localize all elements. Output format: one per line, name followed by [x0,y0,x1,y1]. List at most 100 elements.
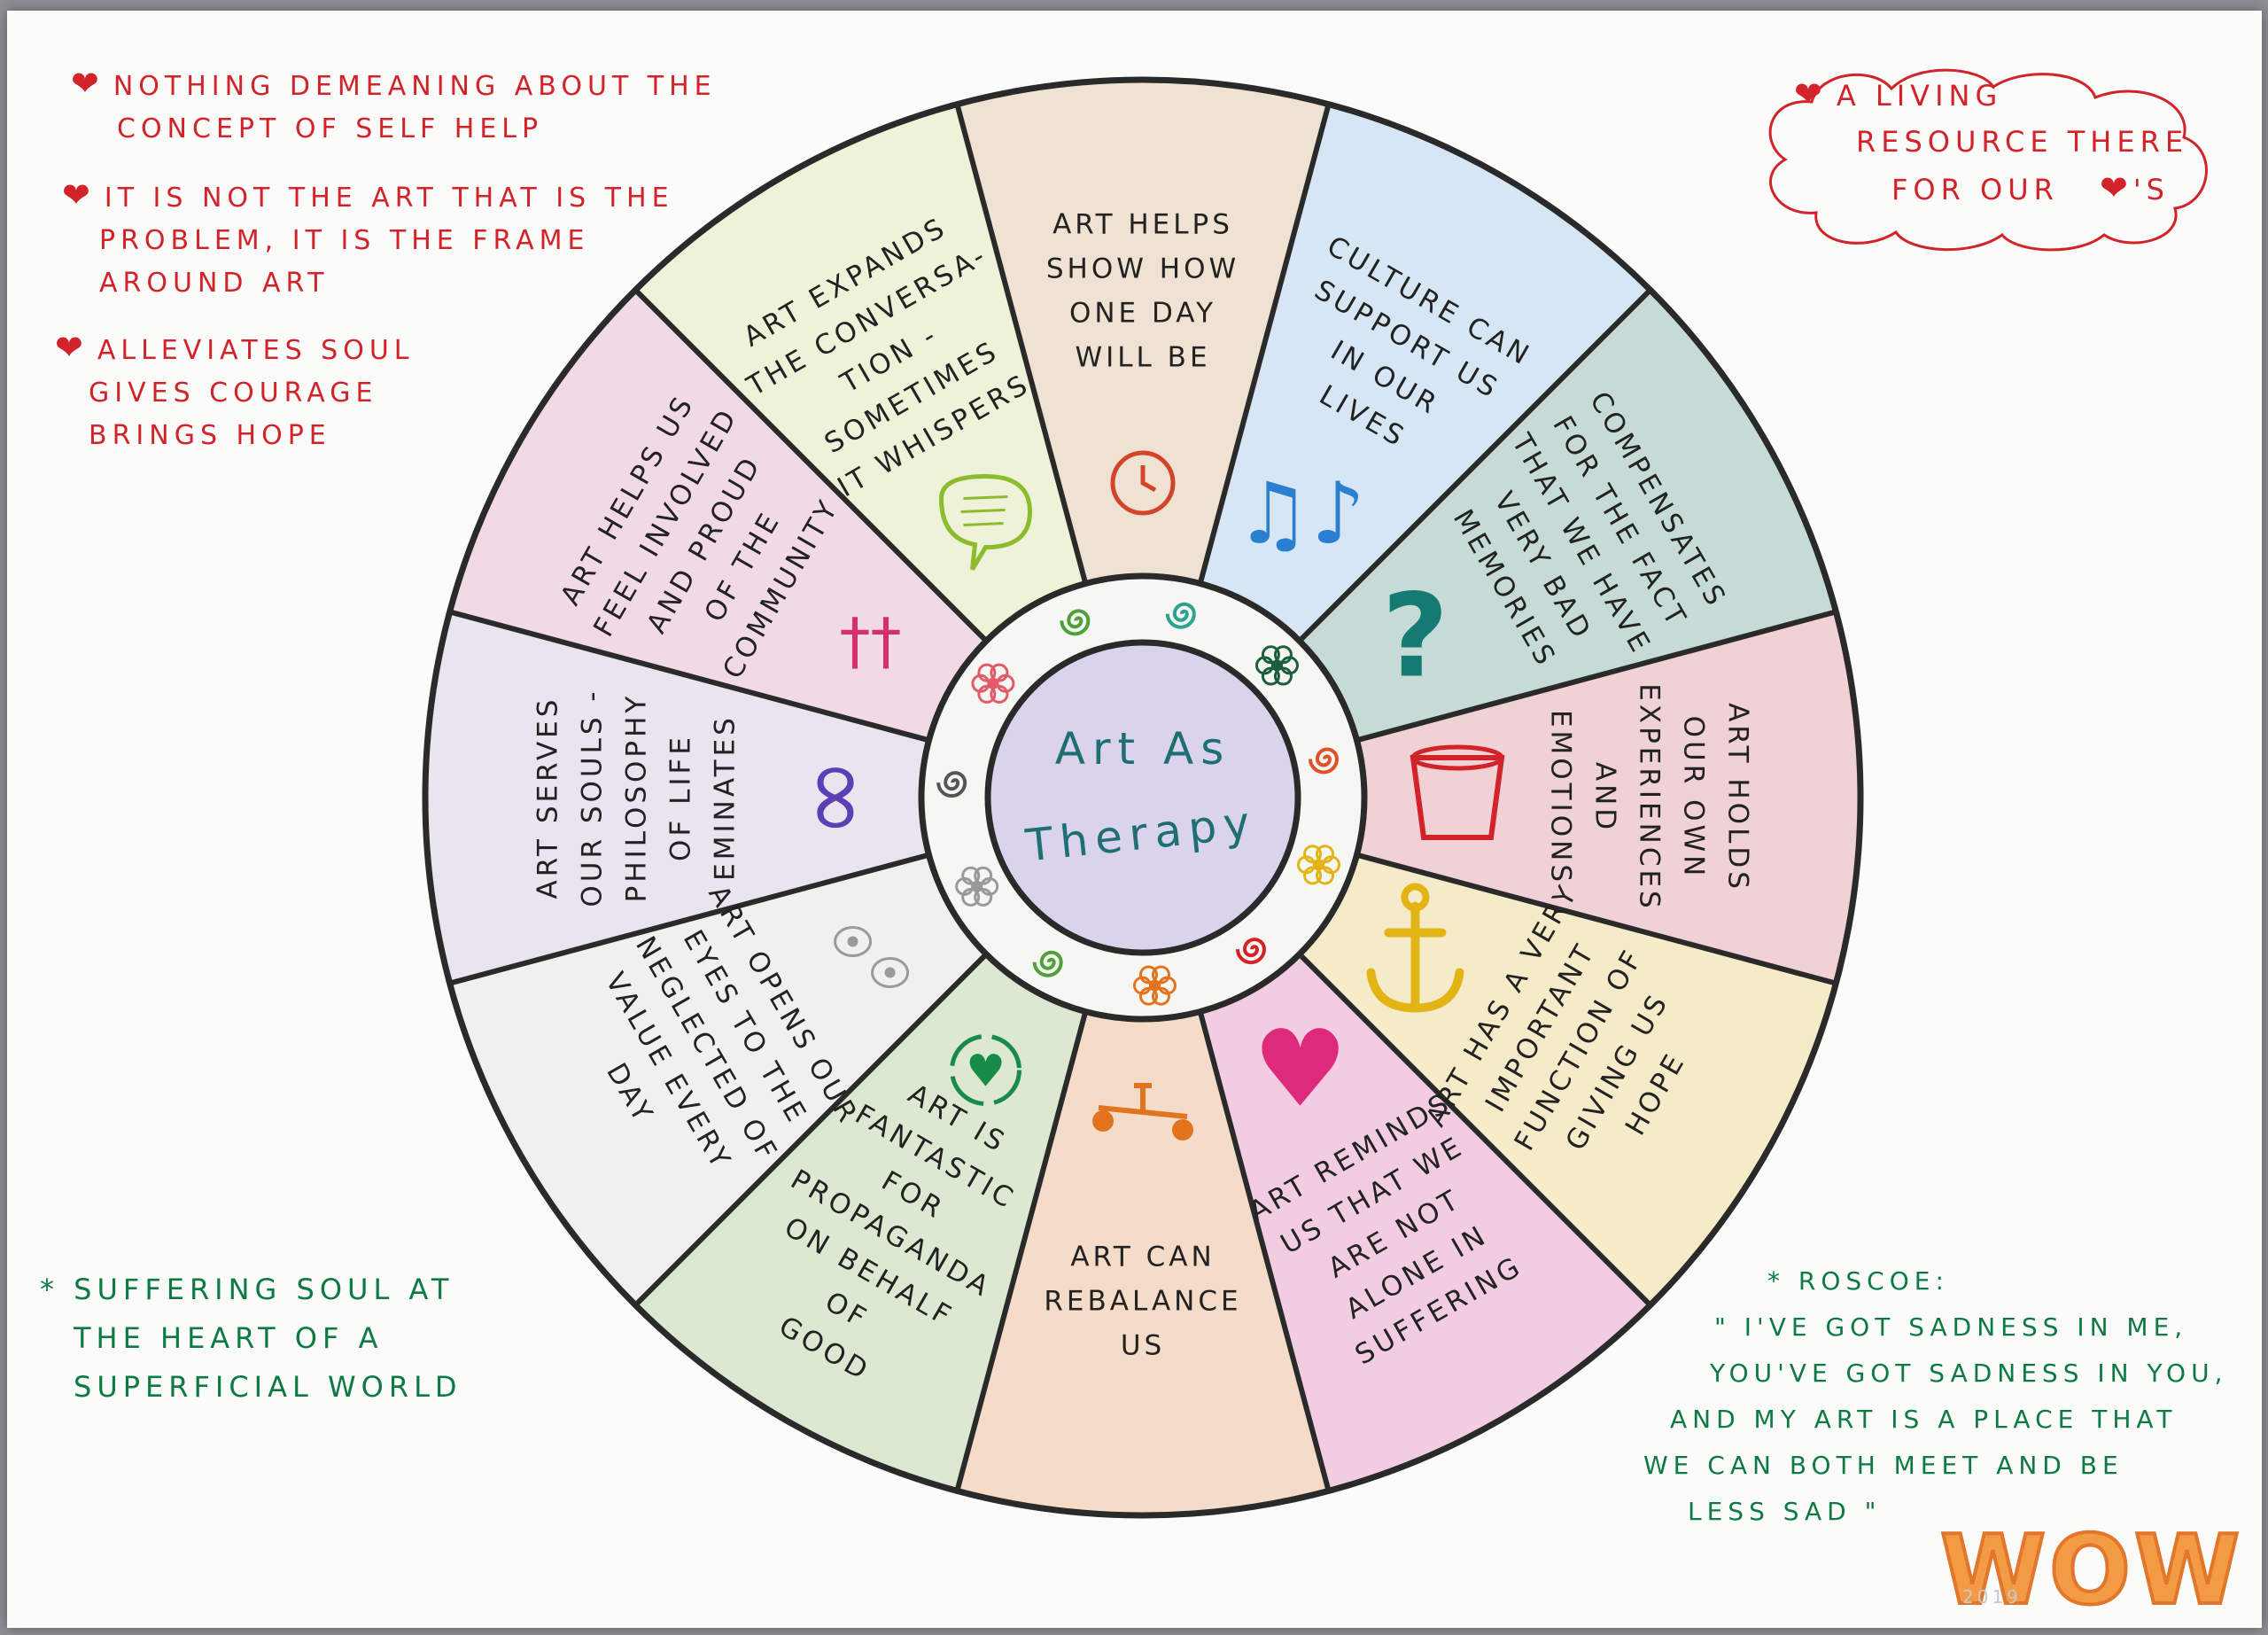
segment-text-line: EMINATES [710,714,742,881]
segment-text-line: OUR SOULS - [577,688,609,907]
svg-text:∞: ∞ [783,757,897,838]
spiral-icon [1060,609,1091,636]
speech-bubble-icon [938,474,1033,571]
scales-icon [1092,1083,1193,1141]
wheel-segment [1299,290,1837,741]
wheel-segment [635,104,1086,642]
wow-date: 2019 [1962,1586,2022,1608]
heart-icon: ❤ [62,175,96,214]
wheel-segment [635,954,1086,1491]
note-line: the heart of a [74,1321,384,1355]
segment-divider [1297,952,1652,1307]
quote-line: * Roscoe: [1767,1266,1949,1296]
wheel-segment [1200,104,1651,642]
segment-divider [954,1010,1089,1492]
segment-text-block: ART HOLDS OUR OWN EXPERIENCES AND EMOTIONS [1545,683,1754,911]
note-line: It is not the art that is the [104,183,674,214]
segment-text-line: OF LIFE [665,734,697,861]
heart-icon: ❤ [55,328,89,367]
note-line: Nothing demeaning about the [113,71,717,102]
wheel-segment [449,290,987,741]
cloud-line: resource there [1856,125,2189,159]
center-circle [984,639,1301,956]
spiral-icon [1235,938,1266,965]
segment-text-line: REBALANCE [1044,1286,1241,1318]
wheel-segments [424,80,1860,1515]
heart-icon: ❤ [71,64,105,103]
segment-divider [1197,103,1332,585]
segment-divider [1197,1010,1332,1492]
flower-icon [1254,645,1299,686]
note-alleviates-soul: ❤Alleviates soul Gives courage Brings ho… [55,326,415,457]
wheel-segment [424,611,929,984]
cloud-line: for our [1891,173,2059,206]
ring-ornaments [936,602,1341,1006]
quote-line: less sad " [1688,1497,1882,1526]
heart-icon: ❤ [1794,74,1828,113]
segment-icons: ♫♪?♥♥∞†† [783,450,1505,1141]
segment-text-line: AND [1589,762,1621,833]
segment-divider [633,288,989,643]
outer-circle [422,76,1864,1519]
cloud-line: A living [1836,79,2003,113]
wow-text: WOW [1938,1514,2244,1628]
anchor-icon [1366,883,1464,1013]
flower-icon [955,866,999,907]
segment-divider [1297,288,1652,643]
cloud-suffix: 's [2132,173,2170,206]
segment-text-line: EMOTIONS [1545,710,1577,885]
note-line: Gives courage [89,378,378,409]
note-line: superficial world [74,1370,462,1404]
segment-divider [954,103,1089,585]
segment-text-block: ART SERVES OUR SOULS - PHILOSOPHY OF LIFE EM… [532,688,742,907]
note-self-help: ❤ Nothing demeaning about the concept of … [71,62,717,151]
wheel-segment [1356,611,1860,984]
wheel-segment [1200,954,1651,1491]
segment-text-line: ART HELPS [1052,209,1233,241]
spiral-icon [1165,602,1196,629]
quote-line: " I've got sadness in me, [1714,1312,2188,1342]
segment-divider [1355,852,1837,986]
wheel-segment [449,854,987,1305]
segment-text-line: PHILOSOPHY [621,693,653,903]
segment-divider [448,609,930,744]
svg-text:?: ? [1382,569,1449,704]
note-line: problem, it is the frame [99,225,590,256]
segment-text-line: OUR OWN [1678,716,1710,880]
cloud-outline [1768,68,2208,252]
clock-icon [1110,450,1176,516]
segment-text-line: WILL BE [1075,342,1210,374]
note-line: * Suffering soul at [40,1273,454,1306]
infinity-icon: ∞ [783,757,897,838]
note-suffering-soul: * Suffering soul at the heart of a super… [40,1265,462,1412]
svg-text:††: †† [840,605,902,678]
bucket-icon [1410,744,1505,840]
segment-dividers [448,103,1837,1492]
question-mark-icon: ? [1382,569,1449,704]
wheel-segment [957,1011,1329,1515]
segment-text-line: ONE DAY [1069,298,1216,330]
segment-text-line: US [1121,1330,1165,1362]
quote-line: and my art is a place that [1670,1405,2178,1434]
segment-text-line: EXPERIENCES [1634,683,1666,911]
eyes-icon [834,926,910,988]
heart-icon: ❤ [2100,168,2133,207]
music-notes-icon: ♫♪ [1235,464,1365,564]
note-line: around art [99,268,330,299]
svg-text:♫♪: ♫♪ [1235,464,1365,564]
spiral-icon [1308,747,1339,775]
people-icon: †† [840,605,902,678]
segment-text-line: ART SERVES [532,697,564,899]
wheel-segment [957,80,1329,584]
segment-text-line: ART HOLDS [1722,703,1754,892]
note-line: concept of self help [117,113,544,144]
note-roscoe-quote: * Roscoe: " I've got sadness in me, you'… [1643,1258,2228,1535]
flower-icon [971,663,1015,704]
svg-text:♥: ♥ [966,1045,1006,1096]
center-title-line: Art As [1055,723,1231,775]
flower-icon [1297,845,1341,885]
note-line: Alleviates soul [97,335,415,366]
